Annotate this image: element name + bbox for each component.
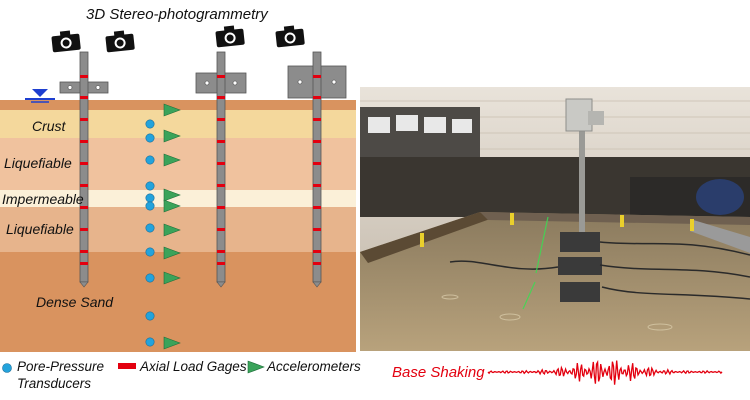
experiment-photo bbox=[360, 87, 750, 351]
accelerometer bbox=[163, 271, 181, 285]
axial-load-gage bbox=[80, 262, 88, 265]
layer-label-dense-sand: Dense Sand bbox=[36, 294, 114, 310]
axial-load-gage bbox=[217, 250, 225, 253]
axial-load-gage bbox=[217, 228, 225, 231]
pile-tip bbox=[216, 281, 226, 288]
pore-pressure-transducer bbox=[145, 273, 155, 283]
pore-pressure-transducer bbox=[145, 193, 155, 203]
legend-ppt-symbol bbox=[2, 363, 12, 373]
pore-pressure-transducer bbox=[145, 181, 155, 191]
axial-load-gage bbox=[313, 262, 321, 265]
pore-pressure-transducer bbox=[145, 311, 155, 321]
legend-ppt-label-1: Pore-Pressure bbox=[17, 359, 105, 374]
axial-load-gage bbox=[313, 206, 321, 209]
pore-pressure-transducer bbox=[145, 119, 155, 129]
layer-impermeable bbox=[0, 190, 356, 207]
accelerometer bbox=[163, 223, 181, 237]
layer-label-impermeable: Impermeable bbox=[2, 191, 84, 207]
axial-load-gage bbox=[217, 262, 225, 265]
axial-load-gage bbox=[217, 162, 225, 165]
base-shaking-label: Base Shaking bbox=[392, 364, 485, 381]
layer-liquefiable-upper bbox=[0, 138, 356, 190]
layer-dense-sand bbox=[0, 252, 356, 352]
pore-pressure-transducer bbox=[145, 223, 155, 233]
camera-icon bbox=[215, 25, 245, 48]
layer-crust bbox=[0, 110, 356, 138]
accelerometer bbox=[163, 199, 181, 213]
axial-load-gage bbox=[80, 228, 88, 231]
pore-pressure-transducer bbox=[145, 201, 155, 211]
axial-load-gage bbox=[80, 96, 88, 99]
accelerometer bbox=[163, 103, 181, 117]
axial-load-gage bbox=[80, 75, 88, 78]
accelerometer bbox=[163, 336, 181, 350]
accelerometer bbox=[163, 188, 181, 202]
layer-label-liquefiable-lower: Liquefiable bbox=[6, 221, 74, 237]
axial-load-gage bbox=[217, 140, 225, 143]
axial-load-gage bbox=[313, 228, 321, 231]
camera-icon bbox=[275, 25, 305, 48]
axial-load-gage bbox=[217, 118, 225, 121]
layer-base bbox=[0, 100, 356, 110]
axial-load-gage bbox=[313, 75, 321, 78]
axial-load-gage bbox=[217, 75, 225, 78]
camera-icon bbox=[105, 30, 135, 53]
axial-load-gage bbox=[80, 206, 88, 209]
water-table-icon bbox=[25, 89, 55, 103]
pile-3 bbox=[312, 51, 322, 283]
axial-load-gage bbox=[217, 184, 225, 187]
pile-2 bbox=[216, 51, 226, 283]
axial-load-gage bbox=[313, 250, 321, 253]
axial-load-gage bbox=[217, 206, 225, 209]
axial-load-gage bbox=[313, 184, 321, 187]
axial-load-gage bbox=[313, 96, 321, 99]
axial-load-gage bbox=[80, 162, 88, 165]
axial-load-gage bbox=[80, 250, 88, 253]
axial-load-gage bbox=[80, 118, 88, 121]
axial-load-gage bbox=[313, 162, 321, 165]
pore-pressure-transducer bbox=[145, 337, 155, 347]
legend-gage-symbol bbox=[118, 363, 136, 369]
accelerometer bbox=[163, 246, 181, 260]
camera-icon bbox=[51, 30, 81, 53]
axial-load-gage bbox=[313, 140, 321, 143]
pile-1 bbox=[79, 51, 89, 283]
diagram-title: 3D Stereo-photogrammetry bbox=[86, 6, 268, 23]
legend-accel-label: Accelerometers bbox=[267, 359, 361, 374]
axial-load-gage bbox=[313, 118, 321, 121]
pile-tip bbox=[312, 281, 322, 288]
layer-label-liquefiable-upper: Liquefiable bbox=[4, 155, 72, 171]
legend-accel-symbol bbox=[247, 360, 265, 374]
base-shaking-signal bbox=[487, 359, 723, 385]
axial-load-gage bbox=[80, 140, 88, 143]
axial-load-gage bbox=[217, 96, 225, 99]
accelerometer bbox=[163, 153, 181, 167]
legend-gage-label: Axial Load Gages bbox=[140, 359, 247, 374]
accelerometer bbox=[163, 129, 181, 143]
pore-pressure-transducer bbox=[145, 155, 155, 165]
axial-load-gage bbox=[80, 184, 88, 187]
pile-tip bbox=[79, 281, 89, 288]
legend-ppt-label-2: Transducers bbox=[17, 376, 92, 391]
pore-pressure-transducer bbox=[145, 247, 155, 257]
pore-pressure-transducer bbox=[145, 133, 155, 143]
layer-label-crust: Crust bbox=[32, 118, 66, 134]
